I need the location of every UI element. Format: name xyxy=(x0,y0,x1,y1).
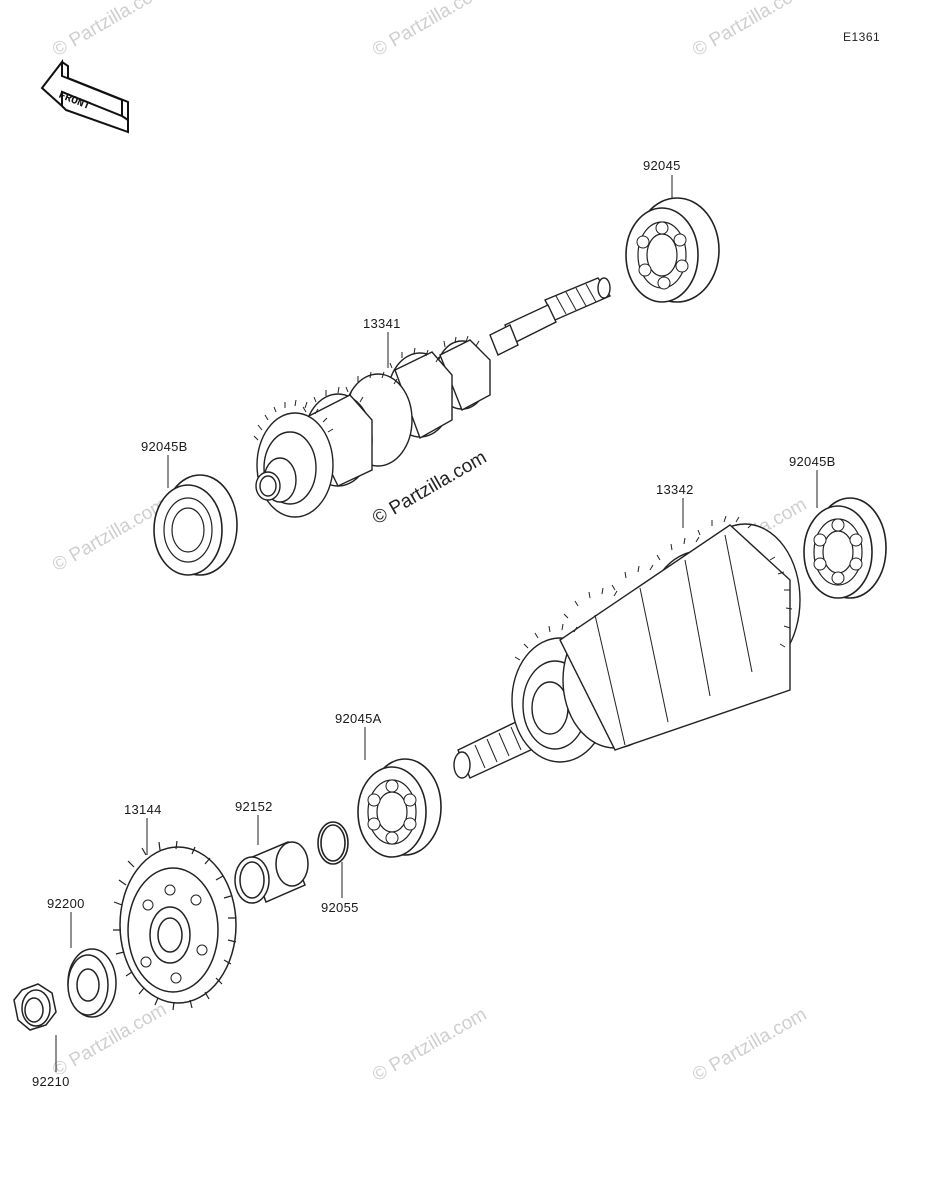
part-label-13341[interactable]: 13341 xyxy=(363,316,401,331)
sprocket-13144 xyxy=(113,840,237,1011)
collar-92152 xyxy=(234,841,309,904)
nut-92210 xyxy=(13,983,57,1031)
part-label-92210[interactable]: 92210 xyxy=(32,1074,70,1089)
washer-92200 xyxy=(67,948,117,1018)
bearing-92045B-right xyxy=(803,497,887,599)
part-label-92045b-right[interactable]: 92045B xyxy=(789,454,836,469)
diagram-code: E1361 xyxy=(843,30,881,44)
bearing-92045B-left xyxy=(153,474,238,576)
shaft-13341 xyxy=(253,277,612,518)
part-label-92045[interactable]: 92045 xyxy=(643,158,681,173)
part-label-13144[interactable]: 13144 xyxy=(124,802,162,817)
bearing-92045 xyxy=(625,197,720,303)
front-arrow-icon: FRONT xyxy=(40,59,129,134)
part-label-92055[interactable]: 92055 xyxy=(321,900,359,915)
circlip-92055 xyxy=(317,821,349,865)
bearing-92045A xyxy=(357,758,442,858)
part-label-92045b-left[interactable]: 92045B xyxy=(141,439,188,454)
part-label-92200[interactable]: 92200 xyxy=(47,896,85,911)
shaft-13342 xyxy=(453,515,801,779)
part-label-92045a[interactable]: 92045A xyxy=(335,711,382,726)
part-label-92152[interactable]: 92152 xyxy=(235,799,273,814)
leader-lines xyxy=(55,175,818,1072)
part-label-13342[interactable]: 13342 xyxy=(656,482,694,497)
